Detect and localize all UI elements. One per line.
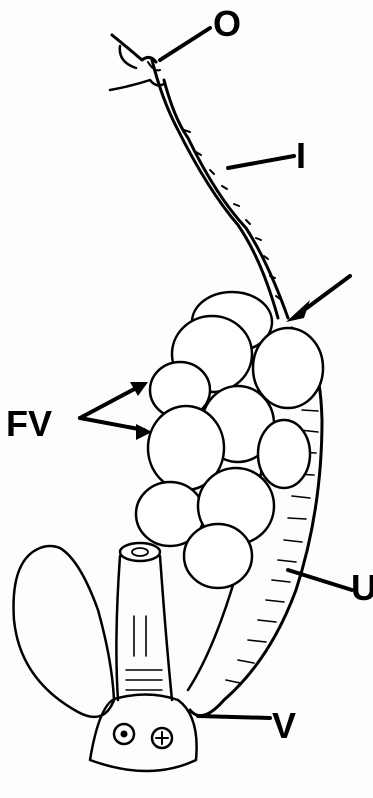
arrow-fv-1 bbox=[80, 386, 140, 418]
vagina-structure bbox=[90, 543, 197, 771]
follicle-cluster bbox=[136, 292, 323, 588]
label-o: O bbox=[213, 6, 241, 42]
follicle bbox=[184, 524, 252, 588]
ovary-tip bbox=[110, 35, 164, 90]
follicle bbox=[258, 420, 310, 488]
leader-i bbox=[228, 156, 294, 168]
leader-o bbox=[160, 28, 210, 60]
oviduct-tube bbox=[152, 60, 288, 318]
label-fv: FV bbox=[6, 406, 52, 442]
fat-body bbox=[14, 546, 114, 717]
label-u: U bbox=[351, 570, 373, 606]
arrowhead-junction bbox=[286, 300, 310, 322]
leader-v bbox=[198, 716, 270, 718]
arrow-fv-2 bbox=[80, 418, 144, 430]
label-i: I bbox=[296, 138, 306, 174]
label-v: V bbox=[272, 708, 296, 744]
